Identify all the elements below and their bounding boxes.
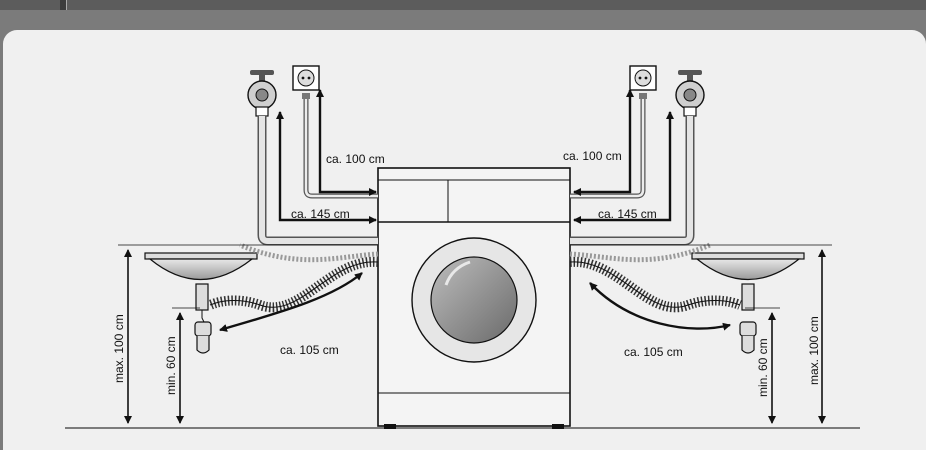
left-power-arrow [316, 89, 377, 196]
window-top-bar [0, 0, 926, 10]
left-height-dimensions [118, 244, 378, 424]
left-drain-label: ca. 105 cm [280, 343, 339, 357]
left-power-label: ca. 100 cm [326, 152, 385, 166]
left-min-height-label: min. 60 cm [164, 336, 178, 395]
installation-diagram: ca. 100 cm ca. 145 cm ca. 105 cm ca. 100… [65, 65, 860, 429]
right-water-label: ca. 145 cm [598, 207, 657, 221]
right-drain-arrow [589, 282, 731, 331]
right-power-label: ca. 100 cm [563, 149, 622, 163]
right-drain-label: ca. 105 cm [624, 345, 683, 359]
right-power-arrow [573, 89, 634, 196]
left-max-height-label: max. 100 cm [112, 314, 126, 383]
left-water-arrow [276, 111, 377, 224]
water-tap-icon [675, 70, 705, 117]
right-min-height-label: min. 60 cm [756, 338, 770, 397]
left-sink [144, 252, 258, 354]
power-socket-icon [292, 65, 320, 99]
right-sink [691, 252, 805, 354]
right-water-arrow [573, 111, 674, 224]
washing-machine [377, 167, 571, 429]
top-bar-tab [60, 0, 67, 10]
left-drain-arrow [219, 272, 363, 332]
right-height-dimensions [570, 244, 832, 424]
water-tap-icon [247, 70, 277, 117]
door-glass [430, 256, 518, 344]
right-max-height-label: max. 100 cm [807, 316, 821, 385]
power-socket-icon [629, 65, 657, 99]
left-water-label: ca. 145 cm [291, 207, 350, 221]
